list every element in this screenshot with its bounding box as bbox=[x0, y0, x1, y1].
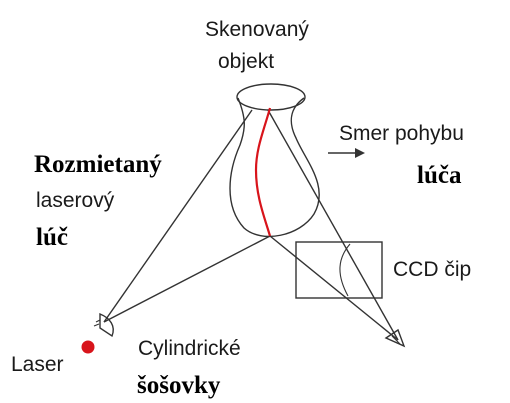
direction-label-line1: Smer pohybu bbox=[339, 122, 464, 145]
beam-line-bottom bbox=[103, 235, 271, 323]
lens-label-line2: šošovky bbox=[137, 372, 221, 399]
object-label-line2: objekt bbox=[218, 50, 274, 73]
laser-source-icon bbox=[81, 340, 95, 354]
vase-rim bbox=[236, 83, 306, 111]
beam-label-line2: laserový bbox=[36, 189, 115, 212]
reflection-line-top bbox=[267, 109, 399, 341]
camera-icon bbox=[384, 328, 406, 348]
ccd-chip-profile bbox=[339, 243, 351, 297]
ccd-label: CCD čip bbox=[393, 258, 471, 281]
beam-line-top bbox=[103, 109, 253, 323]
direction-arrow bbox=[328, 148, 365, 158]
cylindrical-lens-icon bbox=[93, 312, 114, 338]
laser-label: Laser bbox=[11, 353, 64, 376]
direction-label-line2: lúča bbox=[417, 162, 462, 189]
laser-profile-line bbox=[254, 107, 272, 237]
beam-label-line3: lúč bbox=[36, 224, 68, 251]
scanned-object-vase bbox=[229, 83, 320, 238]
object-label-line1: Skenovaný bbox=[205, 18, 309, 41]
ccd-chip bbox=[295, 241, 383, 299]
reflection-line-bottom bbox=[269, 235, 399, 341]
ccd-chip-box bbox=[295, 241, 383, 299]
vase-outline bbox=[229, 97, 320, 238]
beam-label-line1: Rozmietaný bbox=[34, 151, 162, 178]
lens-label-line1: Cylindrické bbox=[138, 337, 241, 360]
